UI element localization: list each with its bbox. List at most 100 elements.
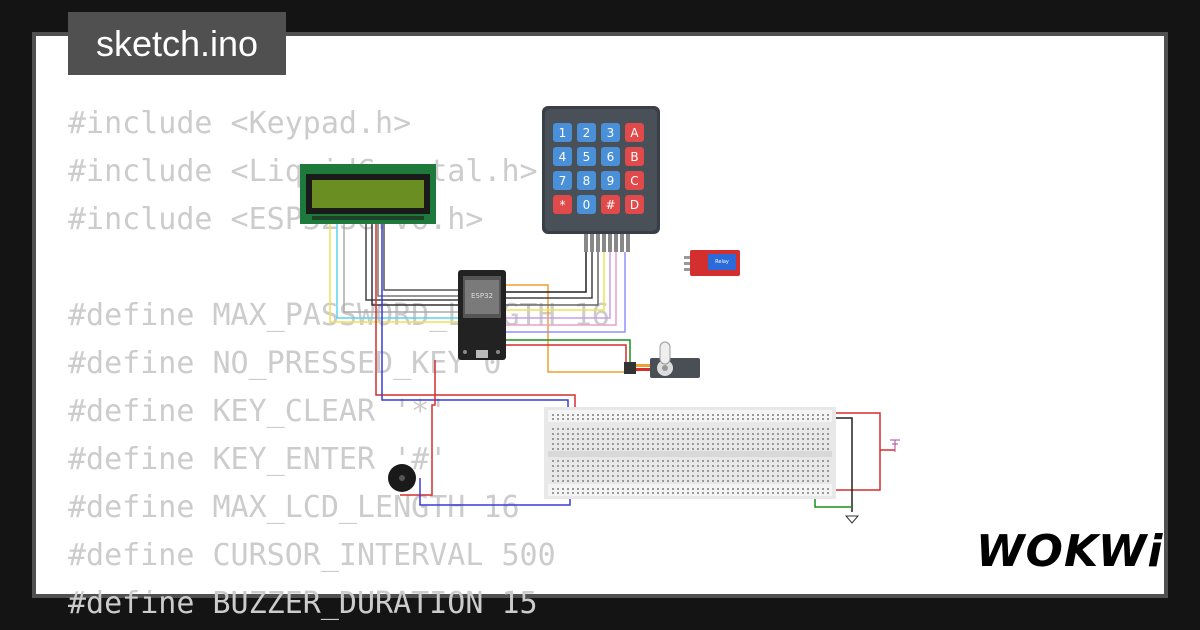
breadboard-hole — [647, 438, 649, 440]
keypad-key-bg[interactable] — [601, 123, 620, 142]
breadboard-hole — [607, 465, 609, 467]
breadboard-hole — [597, 448, 599, 450]
breadboard-hole — [707, 480, 709, 482]
keypad-key-label[interactable]: 4 — [559, 150, 567, 164]
breadboard-hole — [767, 414, 769, 416]
breadboard-hole — [817, 475, 819, 477]
breadboard-hole — [697, 470, 699, 472]
keypad-key-label[interactable]: 7 — [559, 174, 567, 188]
breadboard-hole — [712, 492, 714, 494]
breadboard-hole — [572, 492, 574, 494]
breadboard-hole — [607, 460, 609, 462]
breadboard-hole — [732, 433, 734, 435]
breadboard-hole — [762, 465, 764, 467]
breadboard-hole — [792, 448, 794, 450]
breadboard-hole — [787, 438, 789, 440]
breadboard-hole — [792, 465, 794, 467]
breadboard-hole — [682, 443, 684, 445]
file-tab-title[interactable]: sketch.ino — [68, 12, 286, 75]
keypad-key-bg[interactable] — [553, 171, 572, 190]
breadboard-hole — [737, 418, 739, 420]
breadboard-hole — [812, 443, 814, 445]
keypad-key-bg[interactable] — [625, 171, 644, 190]
breadboard-hole — [752, 414, 754, 416]
breadboard-hole — [582, 470, 584, 472]
buzzer[interactable] — [388, 464, 416, 492]
wokwi-logo: WOKWi — [976, 526, 1164, 577]
breadboard-hole — [632, 470, 634, 472]
breadboard-hole — [742, 492, 744, 494]
keypad-key-bg[interactable] — [625, 147, 644, 166]
breadboard-hole — [802, 428, 804, 430]
breadboard-hole — [587, 418, 589, 420]
keypad-key-bg[interactable] — [577, 195, 596, 214]
keypad-key-label[interactable]: 6 — [607, 150, 615, 164]
keypad-key-bg[interactable] — [553, 195, 572, 214]
breadboard-hole — [727, 438, 729, 440]
breadboard-hole — [757, 460, 759, 462]
keypad-key-bg[interactable] — [577, 171, 596, 190]
breadboard-hole — [722, 418, 724, 420]
keypad[interactable]: 1 2 3 A 4 5 6 B 7 8 9 C * 0 # D — [542, 106, 660, 252]
keypad-key-bg[interactable] — [553, 123, 572, 142]
code-line-6: #define NO_PRESSED_KEY 0 — [68, 346, 502, 381]
breadboard-hole — [662, 448, 664, 450]
keypad-key-label[interactable]: C — [630, 174, 638, 188]
keypad-key-label[interactable]: 8 — [583, 174, 591, 188]
keypad-key-label[interactable]: # — [605, 198, 615, 212]
keypad-key-bg[interactable] — [577, 123, 596, 142]
keypad-key-bg[interactable] — [625, 195, 644, 214]
keypad-key-bg[interactable] — [601, 195, 620, 214]
breadboard-hole — [672, 414, 674, 416]
breadboard-hole — [752, 492, 754, 494]
breadboard-hole — [597, 465, 599, 467]
breadboard-hole — [597, 418, 599, 420]
servo-motor[interactable] — [624, 341, 700, 378]
keypad-key-label[interactable]: 9 — [607, 174, 615, 188]
keypad-key-label[interactable]: 1 — [559, 126, 567, 140]
breadboard-hole — [722, 448, 724, 450]
breadboard-hole — [712, 433, 714, 435]
breadboard-hole — [777, 443, 779, 445]
breadboard-hole — [722, 433, 724, 435]
keypad-key-bg[interactable] — [625, 123, 644, 142]
keypad-key-bg[interactable] — [601, 171, 620, 190]
breadboard-hole — [647, 414, 649, 416]
breadboard-hole — [757, 443, 759, 445]
breadboard-hole — [797, 470, 799, 472]
breadboard-hole — [667, 438, 669, 440]
breadboard-hole — [642, 470, 644, 472]
keypad-key-bg[interactable] — [601, 147, 620, 166]
keypad-key-bg[interactable] — [553, 147, 572, 166]
breadboard-hole — [652, 433, 654, 435]
breadboard-hole — [607, 443, 609, 445]
keypad-key-label[interactable]: 0 — [583, 198, 591, 212]
breadboard-hole — [787, 433, 789, 435]
keypad-key-bg[interactable] — [577, 147, 596, 166]
keypad-key-label[interactable]: 3 — [607, 126, 615, 140]
keypad-key-label[interactable]: B — [630, 150, 638, 164]
breadboard-hole — [577, 438, 579, 440]
breadboard-hole — [767, 460, 769, 462]
breadboard-hole — [742, 418, 744, 420]
breadboard-hole — [782, 433, 784, 435]
keypad-key-label[interactable]: 5 — [583, 150, 591, 164]
keypad-key-label[interactable]: A — [630, 126, 639, 140]
breadboard-hole — [782, 438, 784, 440]
keypad-key-label[interactable]: 2 — [583, 126, 591, 140]
relay-module[interactable]: Relay — [684, 250, 740, 276]
breadboard-hole — [637, 443, 639, 445]
keypad-key-label[interactable]: * — [560, 198, 566, 212]
esp32-board[interactable]: ESP32 — [458, 270, 506, 360]
breadboard-hole — [777, 475, 779, 477]
breadboard-hole — [702, 488, 704, 490]
breadboard-hole — [792, 418, 794, 420]
breadboard-hole — [632, 465, 634, 467]
breadboard-hole — [797, 428, 799, 430]
breadboard-hole — [587, 475, 589, 477]
lcd-display[interactable] — [300, 164, 436, 224]
breadboard-hole — [692, 443, 694, 445]
breadboard-hole — [672, 475, 674, 477]
breadboard[interactable] — [544, 407, 836, 499]
keypad-key-label[interactable]: D — [630, 198, 639, 212]
